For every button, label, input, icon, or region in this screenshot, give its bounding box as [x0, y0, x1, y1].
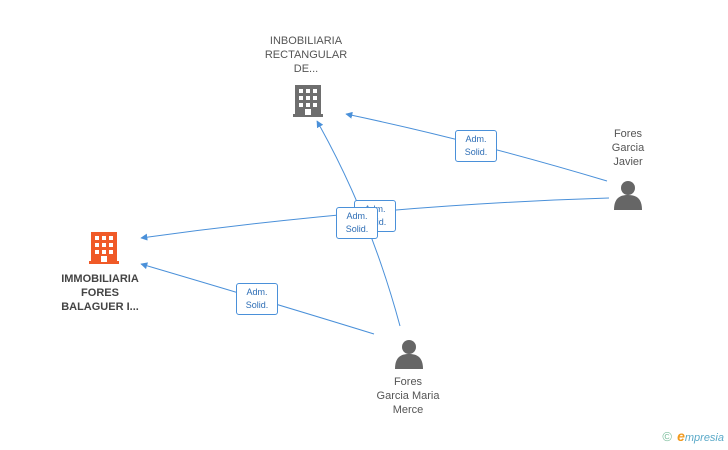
person-javier-label[interactable]: Fores Garcia Javier: [588, 127, 668, 169]
company-main-label-line-2: FORES: [81, 287, 119, 299]
company-main-label[interactable]: IMMOBILIARIA FORES BALAGUER I...: [44, 272, 156, 314]
company-top-label[interactable]: INBOBILIARIA RECTANGULAR DE...: [250, 34, 362, 76]
company-main-label-line-3: BALAGUER I...: [61, 301, 139, 313]
edge-label-javier-company-top[interactable]: Adm. Solid.: [455, 130, 497, 162]
edge-label-role: Adm.: [346, 211, 368, 221]
edge-label-type: Solid.: [345, 224, 369, 234]
edge-label-type: Solid.: [464, 147, 488, 157]
copyright-icon: ©: [662, 429, 673, 444]
person-merce-icon[interactable]: [395, 340, 423, 369]
person-merce-label[interactable]: Fores Garcia Maria Merce: [362, 375, 454, 417]
edge-label-role: Adm.: [465, 134, 487, 144]
person-merce-label-line-2: Garcia Maria: [376, 390, 440, 402]
company-top-label-line-3: DE...: [293, 63, 319, 75]
person-javier-label-line-1: Fores: [613, 128, 643, 140]
person-javier-icon[interactable]: [614, 181, 642, 210]
brand-logo-text: mpresia: [684, 432, 724, 444]
person-javier-label-line-2: Garcia: [611, 142, 645, 154]
person-merce-label-line-1: Fores: [393, 376, 423, 388]
company-top-label-line-2: RECTANGULAR: [264, 49, 348, 61]
edge-label-type: Solid.: [245, 300, 269, 310]
empresia-brand[interactable]: © empresia: [662, 428, 724, 444]
brand-logo-initial: e: [677, 428, 685, 444]
company-top-building-icon[interactable]: [293, 85, 323, 117]
edge-label-merce-company-main[interactable]: Adm. Solid.: [236, 283, 278, 315]
company-top-label-line-1: INBOBILIARIA: [269, 35, 343, 47]
company-main-label-line-1: IMMOBILIARIA: [61, 273, 139, 285]
edge-label-role: Adm.: [246, 287, 268, 297]
person-javier-label-line-3: Javier: [613, 156, 643, 168]
edge-label-javier-company-main[interactable]: Adm. Solid.: [336, 207, 378, 239]
person-merce-label-line-3: Merce: [392, 404, 424, 416]
company-main-building-icon[interactable]: [89, 232, 119, 264]
